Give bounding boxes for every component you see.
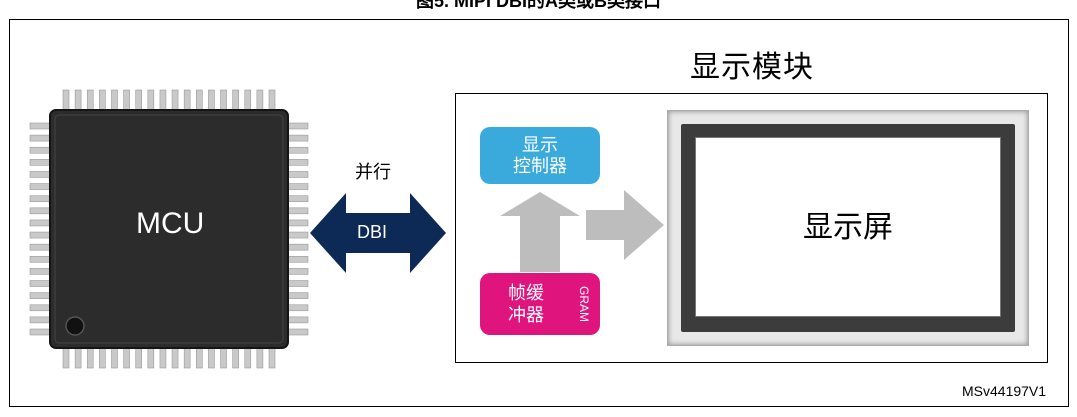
bus-double-arrow — [310, 193, 446, 273]
chip-pin — [111, 89, 118, 112]
chip-pin — [171, 346, 179, 369]
chip-pin — [286, 316, 309, 324]
chip-pin — [29, 219, 52, 227]
chip-pin — [29, 183, 52, 190]
chip-pin — [195, 89, 203, 112]
gram-label: GRAM — [577, 286, 591, 322]
figure-title: 图5. MIPI DBI的A类或B类接口 — [415, 0, 661, 11]
chip-pin — [74, 346, 82, 369]
chip-pin — [86, 89, 94, 112]
chip-pin — [29, 207, 52, 215]
chip-pin — [256, 89, 264, 112]
chip-pin — [208, 346, 215, 369]
controller-line1: 显示 — [522, 134, 558, 155]
framebuffer-line1: 帧缓 — [508, 283, 544, 303]
chip-pin — [29, 122, 52, 130]
chip-pin — [74, 89, 82, 112]
chip-pin — [268, 346, 276, 369]
figure-frame — [9, 19, 1069, 407]
chip-pin — [286, 219, 309, 227]
screen-display-area — [695, 137, 1001, 317]
chip-pin — [29, 195, 52, 203]
chip-pin — [29, 134, 52, 142]
chip-pin — [286, 195, 309, 203]
chip-pin — [286, 183, 309, 190]
chip-pin — [286, 280, 309, 287]
flow-arrows — [500, 190, 664, 272]
chip-pin — [29, 171, 52, 178]
chip-pin — [29, 243, 52, 251]
chip-pin — [29, 280, 52, 287]
chip-pin — [29, 146, 52, 154]
chip-pin — [99, 346, 106, 369]
chip-pin — [286, 255, 309, 263]
mcu-chip — [29, 89, 309, 369]
chip-pin — [286, 122, 309, 130]
up-arrow — [500, 192, 580, 272]
bus-top-label: 并行 — [355, 162, 391, 182]
chip-pin — [62, 89, 70, 112]
chip-pin — [111, 346, 118, 369]
chip-pin — [232, 346, 239, 369]
chip-pin — [286, 207, 309, 215]
chip-pin — [286, 292, 309, 299]
chip-body — [49, 109, 289, 349]
chip-pin — [268, 89, 276, 112]
chip-pin — [244, 346, 252, 369]
chip-pin — [29, 268, 52, 275]
chip-pin — [159, 346, 167, 369]
chip-pin — [183, 89, 191, 112]
screen-label: 显示屏 — [803, 211, 893, 244]
chip-pin — [286, 268, 309, 275]
chip-pin — [29, 316, 52, 324]
chip-pin — [29, 159, 52, 166]
display-controller-box: 显示 控制器 — [480, 127, 600, 184]
chip-pin — [286, 328, 309, 336]
chip-pin — [29, 231, 52, 239]
chip-pin — [135, 346, 143, 369]
chip-pin — [244, 89, 252, 112]
chip-pin — [256, 346, 264, 369]
chip-pin — [86, 346, 94, 369]
chip-pin — [208, 89, 215, 112]
chip-pin — [29, 292, 52, 299]
chip-pin — [29, 255, 52, 263]
chip-pin — [183, 346, 191, 369]
chip-pin — [195, 346, 203, 369]
chip-pin — [220, 89, 227, 112]
display-module-title: 显示模块 — [690, 51, 814, 84]
framebuffer-box: 帧缓 冲器 GRAM — [480, 273, 600, 335]
chip-pin — [62, 346, 70, 369]
chip-pin — [286, 134, 309, 142]
chip-pin — [123, 89, 130, 112]
chip-pin — [286, 231, 309, 239]
chip-pin — [286, 159, 309, 166]
chip-pin — [232, 89, 239, 112]
chip-pin — [159, 89, 167, 112]
chip-pin — [220, 346, 227, 369]
chip-pin — [147, 89, 155, 112]
chip-pin — [147, 346, 155, 369]
chip-pin — [286, 171, 309, 178]
mcu-label: MCU — [136, 207, 205, 240]
chip-pin — [286, 243, 309, 251]
controller-line2: 控制器 — [513, 155, 567, 176]
chip-pin — [286, 146, 309, 154]
chip-pin — [171, 89, 179, 112]
pin1-marker-dot — [65, 316, 85, 336]
chip-pin — [99, 89, 106, 112]
framebuffer-line2: 冲器 — [508, 305, 544, 325]
chip-pin — [123, 346, 130, 369]
chip-pin — [29, 328, 52, 336]
figure-id-code: MSv44197V1 — [962, 383, 1047, 399]
chip-pin — [286, 304, 309, 312]
right-arrow — [586, 190, 664, 260]
chip-pin — [135, 89, 143, 112]
chip-pin — [29, 304, 52, 312]
bus-dbi-label: DBI — [357, 222, 388, 242]
